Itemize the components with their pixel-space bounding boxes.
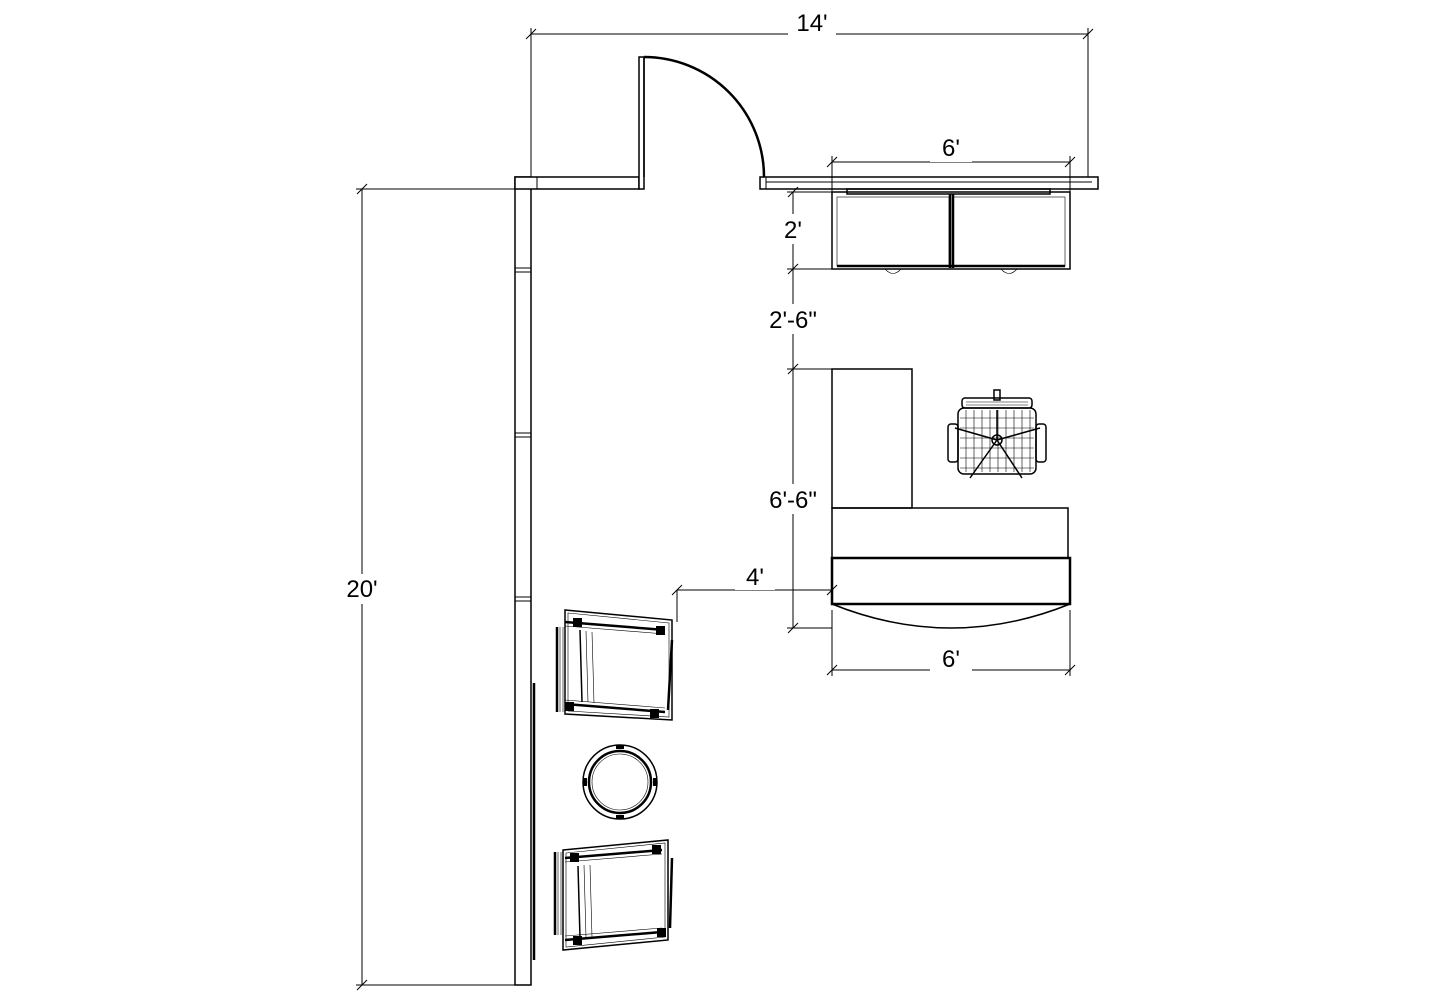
desk-main bbox=[831, 507, 1069, 559]
door-swing-arc bbox=[643, 55, 766, 178]
dim-cabinet-width: 6' bbox=[942, 135, 960, 162]
dim-clearance: 4' bbox=[746, 564, 764, 591]
storage-cabinet bbox=[831, 188, 1071, 274]
dim-overall-width: 14' bbox=[796, 10, 827, 37]
office-chair bbox=[947, 389, 1047, 479]
dimension-lines bbox=[356, 28, 1094, 991]
dim-desk-width: 6' bbox=[942, 646, 960, 673]
desk-return bbox=[831, 368, 913, 509]
desk-front-curve bbox=[831, 603, 1071, 629]
dim-aisle-gap: 2'-6" bbox=[769, 307, 817, 334]
lounge-chair-1 bbox=[555, 609, 674, 721]
top-wall-right bbox=[759, 176, 1099, 190]
dim-overall-length: 20' bbox=[346, 576, 377, 603]
desk-front bbox=[830, 556, 1072, 606]
lounge-chair-2 bbox=[553, 839, 674, 951]
dim-desk-depth: 6'-6" bbox=[769, 487, 817, 514]
dim-cabinet-depth: 2' bbox=[784, 217, 802, 244]
top-wall-left bbox=[514, 176, 640, 190]
walls bbox=[514, 56, 1099, 986]
dimension-labels: 14' 6' 2' 2'-6" 6'-6" 4' 6' 20' bbox=[338, 8, 972, 673]
left-wall bbox=[514, 176, 532, 986]
l-shaped-desk bbox=[830, 368, 1072, 629]
round-side-table bbox=[582, 744, 658, 820]
door bbox=[643, 55, 766, 178]
